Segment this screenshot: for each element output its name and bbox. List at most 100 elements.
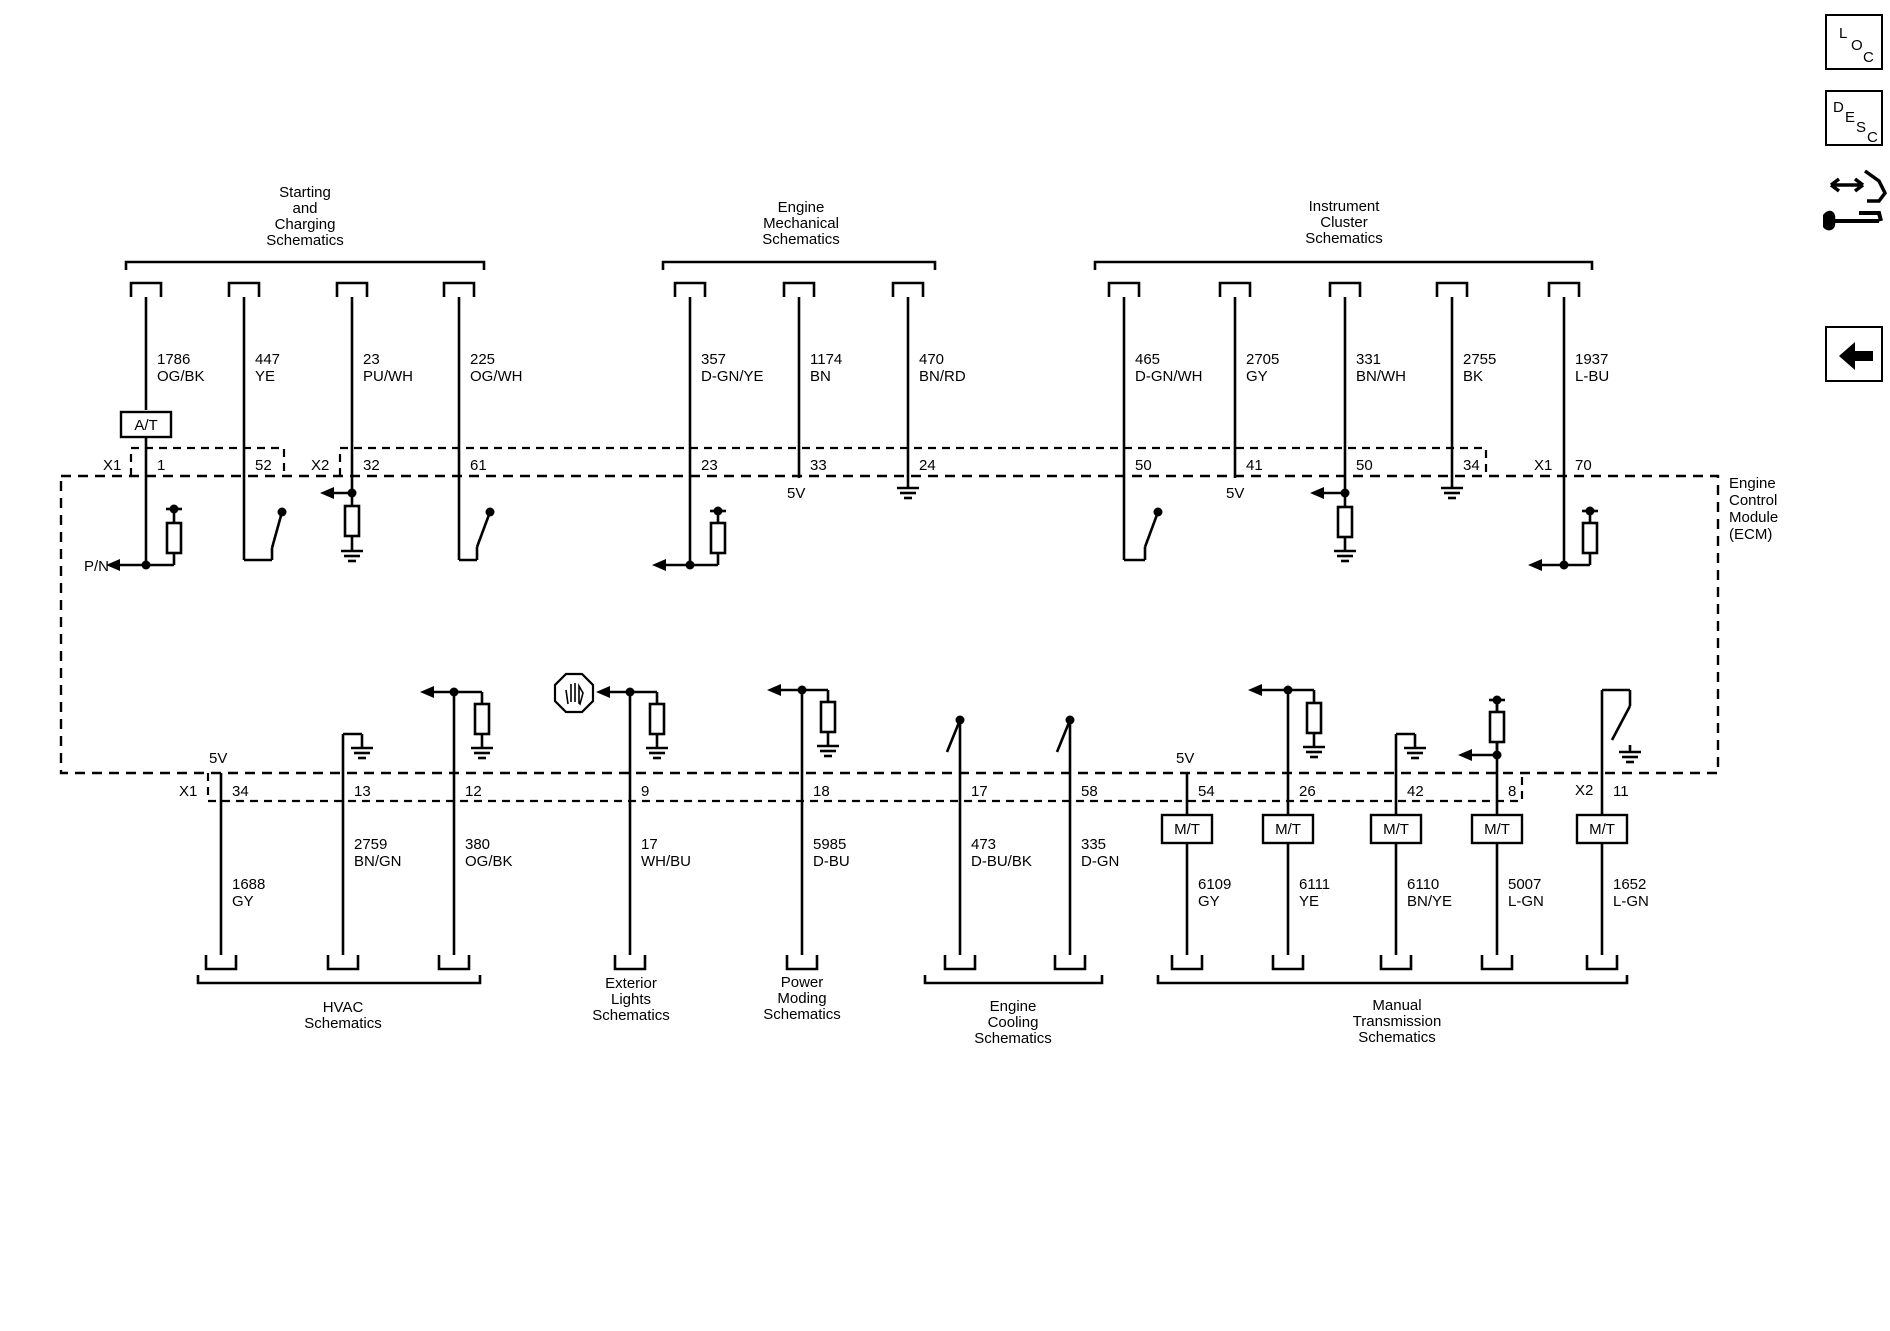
wire-pin-357: 23 — [701, 457, 718, 474]
option-box-mt-5007 — [1470, 813, 1524, 845]
socket-6109 — [1170, 955, 1204, 971]
socket-473 — [943, 955, 977, 971]
wire-circuit-2759: 2759 — [354, 836, 387, 853]
wire-color-5985: D-BU — [813, 853, 850, 870]
connector-label-x1-top-right: X1 — [1534, 457, 1552, 474]
connector-x1-top-outline — [129, 446, 286, 476]
socket-2755 — [1435, 281, 1469, 297]
brace-hvac — [196, 975, 482, 985]
option-label-mt-1: M/T — [1174, 821, 1200, 838]
connector-x1-bottom-outline — [206, 773, 1524, 803]
option-label-mt-4: M/T — [1484, 821, 1510, 838]
wire-pin-470: 24 — [919, 457, 936, 474]
wire-color-357: D-GN/YE — [701, 368, 764, 385]
wire-color-2705: GY — [1246, 368, 1268, 385]
loc-letter-o: O — [1851, 37, 1863, 54]
wire-color-335: D-GN — [1081, 853, 1119, 870]
wire-circuit-1174: 1174 — [810, 351, 842, 368]
wire-color-1652: L-GN — [1613, 893, 1649, 910]
connector-label-x1-top: X1 — [103, 457, 121, 474]
socket-380 — [437, 955, 471, 971]
back-button[interactable] — [1825, 326, 1883, 382]
v5-label-2705: 5V — [1226, 485, 1244, 502]
wire-pin-6110: 42 — [1407, 783, 1424, 800]
wire-circuit-1652: 1652 — [1613, 876, 1646, 893]
wire-color-5007: L-GN — [1508, 893, 1544, 910]
socket-23 — [335, 281, 369, 297]
module-label-4: (ECM) — [1729, 526, 1772, 543]
group-label-instr-3: Schematics — [1305, 230, 1383, 247]
wire-circuit-17: 17 — [641, 836, 658, 853]
group-label-ext-2: Lights — [611, 991, 651, 1008]
group-label-starting-2: and — [292, 200, 317, 217]
group-label-starting-4: Schematics — [266, 232, 344, 249]
pn-label: P/N — [84, 558, 109, 575]
description-button[interactable]: D E S C — [1825, 90, 1883, 146]
wire-circuit-6110: 6110 — [1407, 876, 1439, 893]
socket-5007 — [1480, 955, 1514, 971]
group-label-engmech-3: Schematics — [762, 231, 840, 248]
socket-470 — [891, 281, 925, 297]
option-box-mt-6110 — [1369, 813, 1423, 845]
wire-color-6111: YE — [1299, 893, 1319, 910]
wire-pin-1652: 11 — [1613, 783, 1629, 800]
group-label-manual-1: Manual — [1372, 997, 1421, 1014]
connector-wrench-icon[interactable] — [1819, 165, 1888, 237]
wire-pin-17: 9 — [641, 783, 649, 800]
desc-letter-c: C — [1867, 129, 1878, 146]
v5-label-1174: 5V — [787, 485, 805, 502]
group-label-starting-3: Charging — [275, 216, 336, 233]
socket-5985 — [785, 955, 819, 971]
wire-circuit-447: 447 — [255, 351, 280, 368]
option-box-mt-1652 — [1575, 813, 1629, 845]
socket-6111 — [1271, 955, 1305, 971]
wire-pin-1937: 70 — [1575, 457, 1592, 474]
wire-circuit-23: 23 — [363, 351, 380, 368]
option-box-mt-6109 — [1160, 813, 1214, 845]
socket-2759 — [326, 955, 360, 971]
wire-pin-447: 52 — [255, 457, 272, 474]
group-label-hvac-1: HVAC — [323, 999, 364, 1016]
socket-17 — [613, 955, 647, 971]
group-label-ext-3: Schematics — [592, 1007, 670, 1024]
wire-circuit-1786: 1786 — [157, 351, 190, 368]
wire-color-1786: OG/BK — [157, 368, 205, 385]
wire-circuit-380: 380 — [465, 836, 490, 853]
socket-465 — [1107, 281, 1141, 297]
socket-447 — [227, 281, 261, 297]
brace-manual — [1156, 975, 1629, 985]
wire-circuit-5985: 5985 — [813, 836, 846, 853]
location-button[interactable]: L O C — [1825, 14, 1883, 70]
loc-letter-l: L — [1839, 25, 1847, 42]
group-label-cool-1: Engine — [990, 998, 1037, 1015]
wire-pin-5985: 18 — [813, 783, 830, 800]
wire-color-1174: BN — [810, 368, 831, 385]
module-label-2: Control — [1729, 492, 1777, 509]
wire-color-6110: BN/YE — [1407, 893, 1452, 910]
group-label-hvac-2: Schematics — [304, 1015, 382, 1032]
desc-letter-s: S — [1856, 119, 1866, 136]
option-label-mt-2: M/T — [1275, 821, 1301, 838]
group-label-cool-2: Cooling — [988, 1014, 1039, 1031]
wire-pin-6109: 54 — [1198, 783, 1215, 800]
connector-label-x2-bottom: X2 — [1575, 782, 1593, 799]
wire-pin-225: 61 — [470, 457, 487, 474]
wire-pin-2705: 41 — [1246, 457, 1263, 474]
wire-color-225: OG/WH — [470, 368, 523, 385]
option-label-mt-5: M/T — [1589, 821, 1615, 838]
socket-1652 — [1585, 955, 1619, 971]
socket-1174 — [782, 281, 816, 297]
socket-357 — [673, 281, 707, 297]
module-label-1: Engine — [1729, 475, 1776, 492]
wire-circuit-470: 470 — [919, 351, 944, 368]
wire-pin-473: 17 — [971, 783, 988, 800]
wire-pin-1786: 1 — [157, 457, 165, 474]
wire-pin-6111: 26 — [1299, 783, 1316, 800]
wire-color-2755: BK — [1463, 368, 1483, 385]
wire-circuit-5007: 5007 — [1508, 876, 1541, 893]
group-label-cool-3: Schematics — [974, 1030, 1052, 1047]
group-label-instr-1: Instrument — [1309, 198, 1381, 215]
wire-circuit-335: 335 — [1081, 836, 1106, 853]
group-label-starting-1: Starting — [279, 184, 331, 201]
